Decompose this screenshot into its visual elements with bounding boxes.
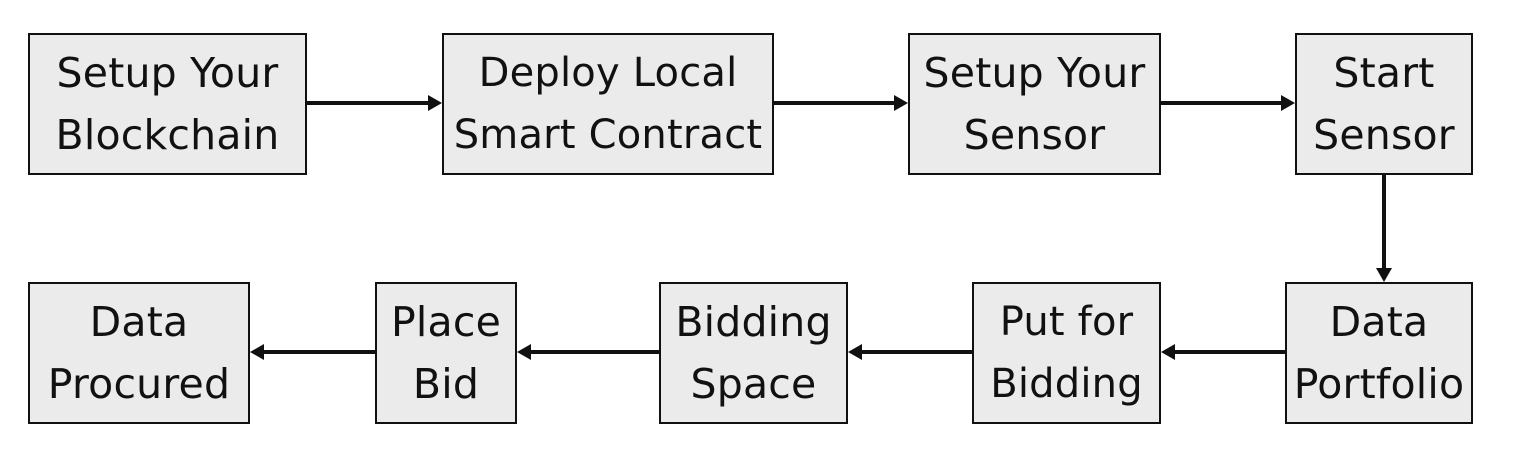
step-label-line1: Setup Your	[923, 49, 1146, 97]
step-box-setup-blockchain: Setup Your Blockchain	[28, 33, 307, 175]
arrow-step7-to-step8	[517, 344, 659, 360]
step-box-deploy-contract: Deploy Local Smart Contract	[442, 33, 774, 175]
arrow-step8-to-step9	[250, 344, 375, 360]
arrow-step3-to-step4	[1161, 95, 1295, 111]
arrow-step1-to-step2	[307, 95, 442, 111]
step-label-line2: Space	[690, 360, 817, 408]
step-label-line2: Portfolio	[1293, 360, 1465, 408]
step-box-start-sensor: Start Sensor	[1295, 33, 1473, 175]
step-label-line1: Deploy Local	[478, 50, 738, 96]
arrow-step2-to-step3	[774, 95, 908, 111]
step-label-line1: Setup Your	[56, 49, 279, 97]
step-label-line2: Bid	[412, 360, 480, 408]
step-box-place-bid: Place Bid	[375, 282, 517, 424]
arrow-step5-to-step6	[1161, 344, 1285, 360]
step-label-line2: Smart Contract	[453, 112, 763, 158]
step-label-line1: Put for	[999, 299, 1134, 345]
step-label-line1: Place	[390, 298, 501, 346]
step-label-line2: Blockchain	[55, 111, 280, 159]
step-box-bidding-space: Bidding Space	[659, 282, 848, 424]
step-label-line1: Data	[1329, 298, 1429, 346]
step-label-line1: Data	[89, 298, 189, 346]
arrow-step6-to-step7	[848, 344, 972, 360]
step-label-line2: Bidding	[990, 361, 1143, 407]
step-box-data-procured: Data Procured	[28, 282, 250, 424]
arrow-step4-to-step5	[1376, 175, 1392, 282]
step-box-put-for-bidding: Put for Bidding	[972, 282, 1161, 424]
step-label-line2: Sensor	[963, 111, 1106, 159]
step-box-setup-sensor: Setup Your Sensor	[908, 33, 1161, 175]
step-label-line1: Start	[1333, 49, 1435, 97]
step-label-line2: Sensor	[1313, 111, 1455, 159]
step-label-line1: Bidding	[675, 298, 832, 346]
step-label-line2: Procured	[47, 360, 231, 408]
step-box-data-portfolio: Data Portfolio	[1285, 282, 1473, 424]
